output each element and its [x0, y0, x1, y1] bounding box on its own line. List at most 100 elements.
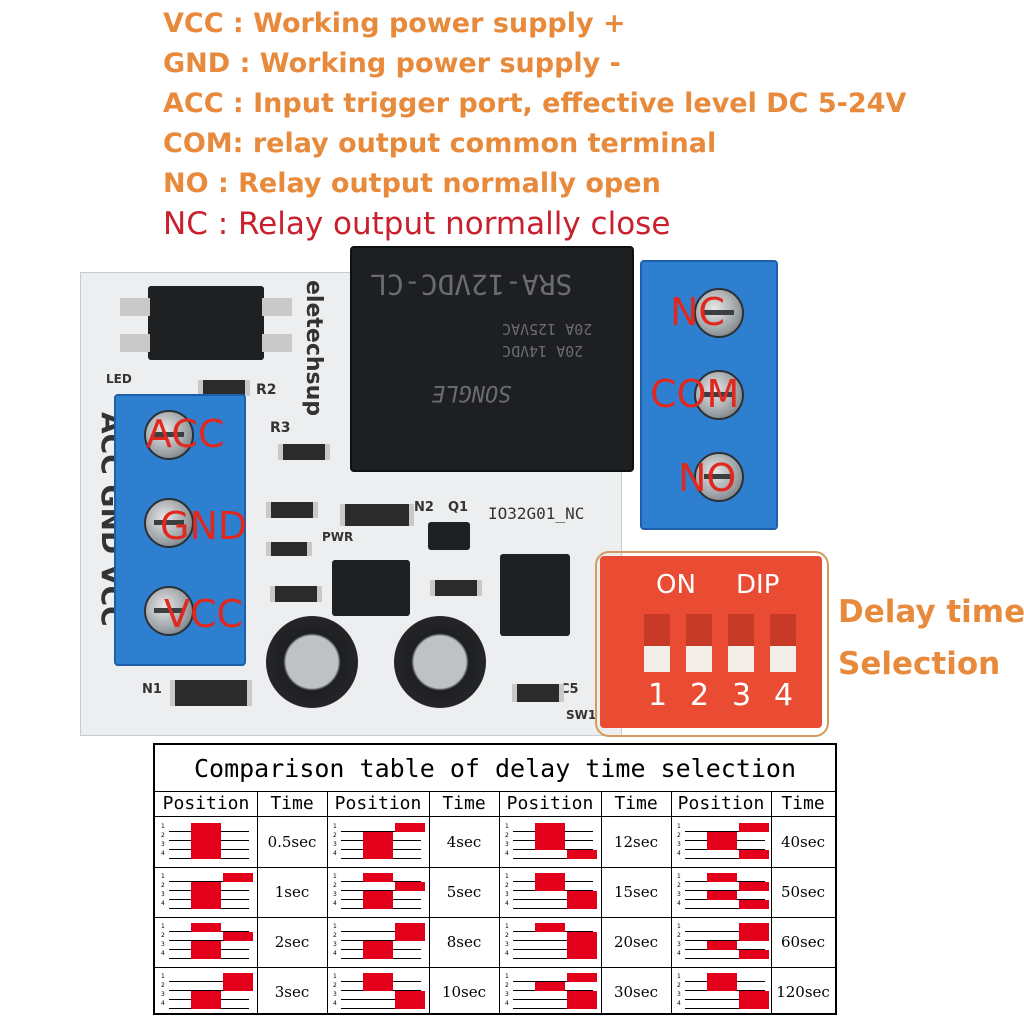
table-header-cell: Time	[442, 793, 486, 814]
switch-on-marker	[567, 850, 597, 859]
pin-legend: VCC : Working power supply + GND : Worki…	[163, 4, 906, 244]
regulator-chip	[332, 560, 410, 616]
switch-row-number: 2	[677, 982, 681, 989]
switch-row-line	[513, 949, 593, 950]
switch-off-marker	[707, 982, 737, 991]
dip-switch-1[interactable]	[644, 614, 670, 672]
refdes-n1: N1	[142, 682, 162, 697]
switch-row-number: 3	[505, 991, 509, 998]
switch-row-number: 4	[677, 900, 681, 907]
dip-switch-2[interactable]	[686, 614, 712, 672]
switch-row-number: 1	[677, 973, 681, 980]
dip-knob	[644, 646, 670, 672]
switch-row-number: 4	[505, 1000, 509, 1007]
switch-row-line	[685, 958, 765, 959]
relay-rating: 20A 125VAC	[502, 320, 593, 338]
switch-row-number: 4	[161, 1000, 165, 1007]
table-rule	[155, 867, 835, 868]
refdes-n2: N2	[414, 500, 434, 515]
dip-knob	[770, 646, 796, 672]
table-rule	[155, 967, 835, 968]
switch-row-line	[685, 858, 765, 859]
delay-time-value: 120sec	[776, 983, 830, 1001]
switch-row-number: 2	[505, 832, 509, 839]
delay-time-value: 20sec	[613, 933, 659, 951]
table-rule	[429, 792, 430, 1013]
switch-row-line	[169, 881, 249, 882]
switch-off-marker	[363, 900, 393, 909]
resistor	[430, 580, 482, 596]
pad	[262, 334, 292, 352]
delay-time-value: 40sec	[780, 833, 826, 851]
switch-row-number: 3	[505, 841, 509, 848]
switch-row-line	[341, 931, 421, 932]
dip-number: 2	[690, 678, 710, 713]
switch-row-number: 4	[161, 950, 165, 957]
timer-ic	[500, 554, 570, 636]
switch-row-line	[685, 999, 765, 1000]
switch-row-number: 2	[505, 982, 509, 989]
switch-off-marker	[535, 882, 565, 891]
delay-label-line1: Delay time	[838, 594, 1024, 630]
optocoupler-chip	[148, 286, 264, 360]
switch-on-marker	[567, 932, 597, 941]
dip-switch-3[interactable]	[728, 614, 754, 672]
switch-row-number: 1	[505, 923, 509, 930]
delay-time-value: 15sec	[613, 883, 659, 901]
delay-time-value: 2sec	[274, 933, 310, 951]
table-header-cell: Position	[162, 793, 250, 814]
table-header-cell: Position	[677, 793, 765, 814]
switch-row-number: 4	[333, 900, 337, 907]
resistor	[270, 586, 322, 602]
dip-knob	[728, 646, 754, 672]
switch-off-marker	[535, 823, 565, 832]
switch-on-marker	[567, 1000, 597, 1009]
switch-row-number: 4	[333, 850, 337, 857]
switch-on-marker	[567, 891, 597, 900]
switch-row-line	[341, 1008, 421, 1009]
pin-label-vcc: VCC	[164, 592, 244, 636]
table-header-cell: Time	[781, 793, 825, 814]
switch-row-number: 1	[677, 873, 681, 880]
switch-off-marker	[363, 891, 393, 900]
switch-row-number: 1	[161, 873, 165, 880]
relay: SRA-12VDC-CL 20A 125VAC 20A 14VDC SONGLE	[350, 246, 634, 472]
switch-row-line	[513, 940, 593, 941]
dip-number: 1	[648, 678, 668, 713]
switch-row-line	[685, 890, 765, 891]
switch-off-marker	[535, 923, 565, 932]
switch-row-number: 4	[677, 850, 681, 857]
switch-row-number: 3	[677, 891, 681, 898]
switch-off-marker	[191, 923, 221, 932]
switch-on-marker	[395, 932, 425, 941]
switch-on-marker	[739, 950, 769, 959]
switch-off-marker	[707, 973, 737, 982]
table-rule	[155, 816, 835, 817]
legend-acc: ACC : Input trigger port, effective leve…	[163, 88, 907, 119]
switch-on-marker	[739, 882, 769, 891]
switch-row-number: 2	[333, 882, 337, 889]
dip-switch: ON DIP 1 2 3 4	[600, 556, 822, 728]
delay-time-value: 50sec	[780, 883, 826, 901]
switch-row-number: 3	[333, 891, 337, 898]
dip-switch-4[interactable]	[770, 614, 796, 672]
transistor-q1	[428, 522, 470, 550]
delay-time-value: 1sec	[274, 883, 310, 901]
switch-row-number: 1	[333, 973, 337, 980]
table-rule	[327, 792, 328, 1013]
switch-row-line	[513, 999, 593, 1000]
switch-row-line	[685, 908, 765, 909]
switch-row-number: 3	[677, 841, 681, 848]
brand-silkscreen: eletechsup	[301, 280, 326, 417]
switch-on-marker	[395, 882, 425, 891]
switch-row-line	[685, 831, 765, 832]
pin-label-gnd: GND	[160, 504, 248, 548]
switch-off-marker	[363, 973, 393, 982]
switch-on-marker	[567, 941, 597, 950]
switch-row-number: 4	[161, 850, 165, 857]
switch-row-number: 3	[677, 941, 681, 948]
switch-off-marker	[191, 850, 221, 859]
